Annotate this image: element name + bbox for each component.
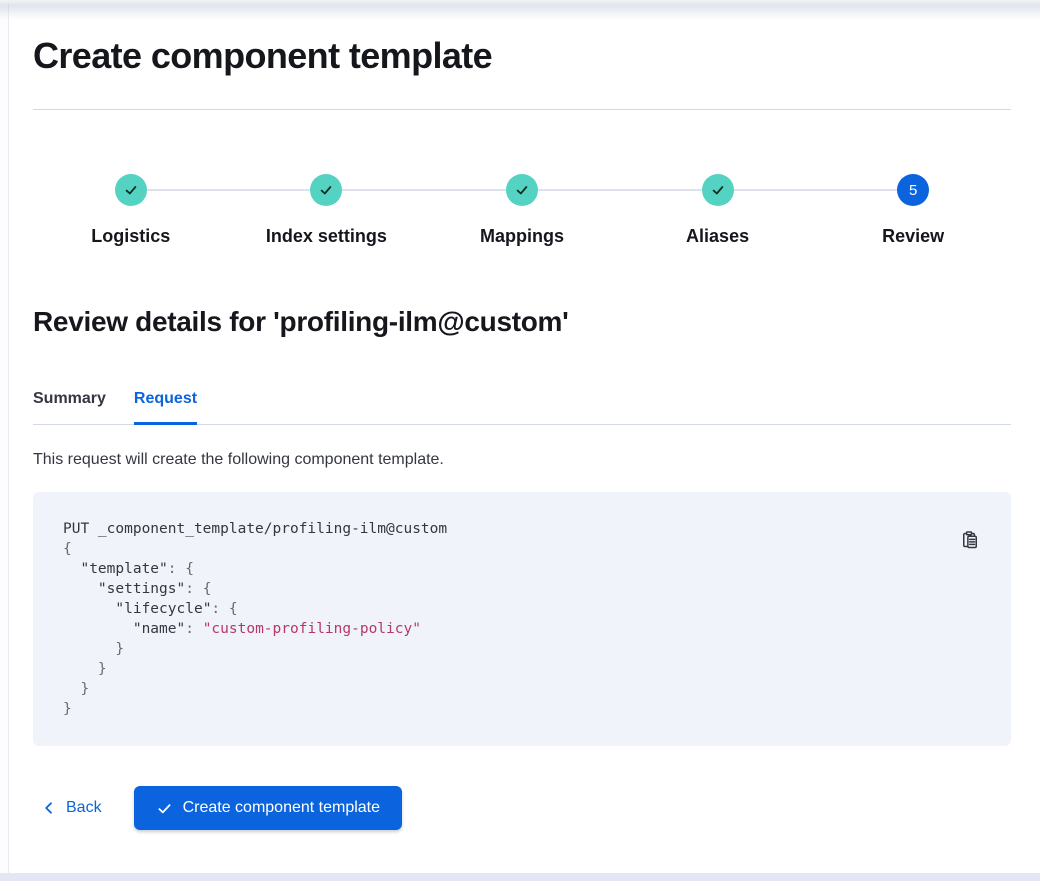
request-code-block: PUT _component_template/profiling-ilm@cu… — [33, 492, 1011, 746]
title-divider — [33, 109, 1011, 110]
check-icon — [125, 186, 137, 195]
step-indicator: 5 — [897, 174, 930, 206]
step-label: Mappings — [479, 226, 564, 246]
step-indicator — [701, 174, 734, 206]
code-content: PUT _component_template/profiling-ilm@cu… — [63, 521, 448, 717]
chevron-left-icon — [45, 802, 52, 814]
step-indicator — [310, 174, 343, 206]
step-label: Aliases — [686, 226, 750, 246]
copy-clipboard-icon[interactable] — [960, 530, 980, 550]
step-label: Index settings — [265, 226, 387, 246]
check-icon — [516, 186, 528, 195]
back-button-label: Back — [66, 799, 102, 816]
create-component-template-button[interactable]: Create component template — [133, 786, 403, 830]
create-button-label: Create component template — [182, 799, 381, 816]
request-description: This request will create the following c… — [33, 451, 444, 468]
stepper-steps: Logistics Index settings Mappings Aliase… — [33, 174, 1011, 247]
stepper-step-review[interactable]: 5 Review — [815, 174, 1011, 247]
tab-request[interactable]: Request — [133, 389, 198, 425]
page-title: Create component template — [33, 35, 493, 76]
stepper-step-logistics[interactable]: Logistics — [33, 174, 229, 247]
wizard-stepper: Logistics Index settings Mappings Aliase… — [33, 174, 1011, 247]
review-heading: Review details for 'profiling-ilm@custom… — [33, 306, 569, 337]
step-label: Logistics — [91, 226, 171, 246]
review-tabs: Summary Request — [33, 389, 1011, 425]
check-icon — [158, 803, 171, 813]
step-label: Review — [882, 226, 945, 246]
stepper-step-index-settings[interactable]: Index settings — [229, 174, 425, 247]
step-indicator — [505, 174, 538, 206]
footer-actions: Back Create component template — [33, 786, 1011, 830]
check-icon — [712, 186, 723, 195]
tab-summary[interactable]: Summary — [33, 390, 106, 407]
step-number: 5 — [909, 181, 918, 199]
step-indicator — [114, 174, 147, 206]
check-icon — [321, 186, 332, 195]
stepper-step-mappings[interactable]: Mappings — [424, 174, 620, 247]
create-component-template-page: Create component template Logistics Inde… — [33, 35, 1011, 830]
panel-left-edge — [0, 0, 9, 873]
page-bottom-strip — [0, 873, 1040, 881]
back-button[interactable]: Back — [33, 786, 110, 830]
stepper-step-aliases[interactable]: Aliases — [620, 174, 816, 247]
